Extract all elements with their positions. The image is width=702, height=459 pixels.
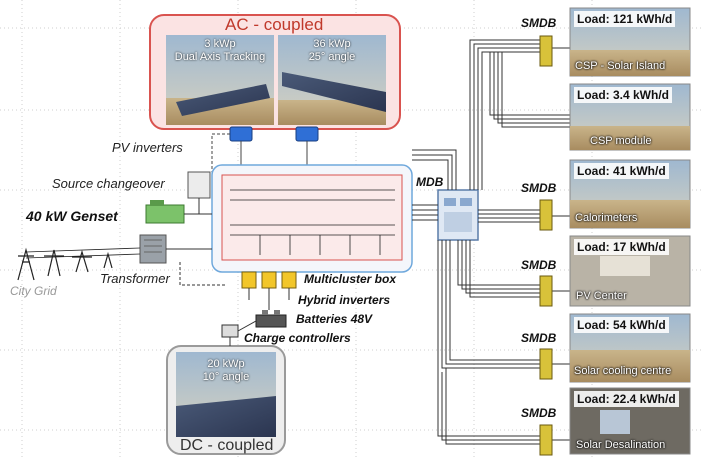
load-photos — [569, 7, 691, 455]
source-changeover-label: Source changeover — [52, 176, 165, 191]
load-name-3: Calorimeters — [575, 212, 638, 224]
ac-panel-right-caption: 36 kWp 25° angle — [278, 38, 386, 63]
battery-icon — [255, 310, 287, 328]
dc-coupled-title: DC - coupled — [180, 437, 274, 454]
dc-panel-line1: 20 kWp — [207, 358, 245, 370]
smdb-label-3: SMDB — [521, 181, 557, 195]
genset-icon — [145, 200, 185, 224]
smdb-label-5: SMDB — [521, 331, 557, 345]
smdb-label-4: SMDB — [521, 258, 557, 272]
load-value-4: Load: 17 kWh/d — [574, 239, 669, 255]
load-value-3: Load: 41 kWh/d — [574, 163, 669, 179]
mdb-label: MDB — [416, 175, 444, 189]
ac-coupled-title: AC - coupled — [225, 15, 324, 34]
load-value-5: Load: 54 kWh/d — [574, 317, 669, 333]
ac-panel-left-line2: Dual Axis Tracking — [174, 50, 266, 63]
load-name-4: PV Center — [576, 290, 627, 302]
ac-panel-right-line1: 36 kWp — [313, 38, 351, 50]
smdb-panel-icon — [539, 35, 553, 456]
pv-inverters-label: PV inverters — [112, 140, 183, 155]
power-pylon-icon — [17, 247, 141, 281]
charge-controllers-label: Charge controllers — [244, 331, 351, 345]
load-name-1: CSP - Solar Island — [575, 60, 666, 72]
charge-controller-icon — [221, 324, 239, 338]
load-value-1: Load: 121 kWh/d — [574, 11, 676, 27]
transformer-label: Transformer — [100, 271, 170, 286]
load-name-5: Solar cooling centre — [574, 365, 672, 377]
cable-bundles — [412, 39, 570, 445]
multicluster-box-label: Multicluster box — [304, 272, 397, 286]
dc-panel-caption: 20 kWp 10° angle — [176, 358, 276, 383]
ac-panel-left-caption: 3 kWp Dual Axis Tracking — [166, 38, 274, 63]
ac-panel-right-line2: 25° angle — [308, 50, 356, 63]
hybrid-inverters-label: Hybrid inverters — [298, 293, 391, 307]
city-grid-label: City Grid — [10, 284, 57, 298]
hybrid-inverter-icon — [241, 271, 297, 289]
dc-panel-line2: 10° angle — [202, 370, 250, 383]
load-value-6: Load: 22.4 kWh/d — [574, 391, 679, 407]
mdb-panel-icon — [437, 189, 479, 241]
smdb-label-1: SMDB — [521, 16, 557, 30]
changeover-switch-icon — [187, 171, 211, 199]
load-name-6: Solar Desalination — [576, 439, 666, 451]
ac-panel-left-line1: 3 kWp — [204, 38, 236, 50]
smdb-label-6: SMDB — [521, 406, 557, 420]
load-value-2: Load: 3.4 kWh/d — [574, 87, 673, 103]
batteries-label: Batteries 48V — [296, 312, 373, 326]
load-name-2: CSP module — [590, 135, 652, 147]
genset-label: 40 kW Genset — [26, 208, 118, 224]
transformer-icon — [139, 234, 167, 264]
